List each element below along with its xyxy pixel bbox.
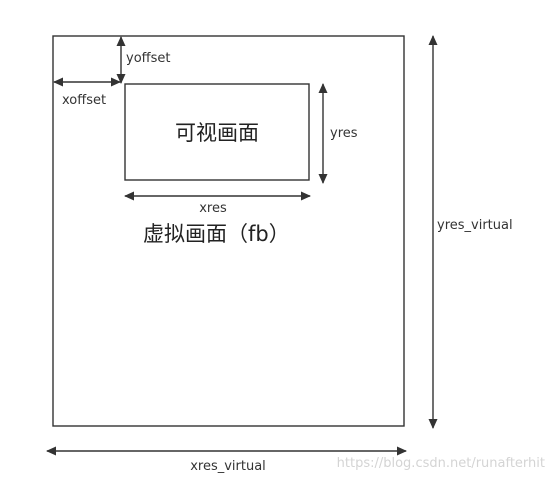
xres-label: xres: [199, 201, 227, 216]
virtual-area-label: 虚拟画面（fb）: [143, 222, 290, 246]
xres-virtual-label: xres_virtual: [190, 459, 266, 474]
virtual-screen-rect: [52, 35, 405, 427]
visible-area-label: 可视画面: [175, 121, 259, 145]
yoffset-label: yoffset: [126, 51, 170, 66]
xoffset-label: xoffset: [62, 93, 106, 108]
visible-screen-rect: [124, 83, 310, 181]
yres-label: yres: [330, 126, 358, 141]
watermark: https://blog.csdn.net/runafterhit: [337, 456, 545, 471]
yres-virtual-label: yres_virtual: [437, 218, 513, 233]
